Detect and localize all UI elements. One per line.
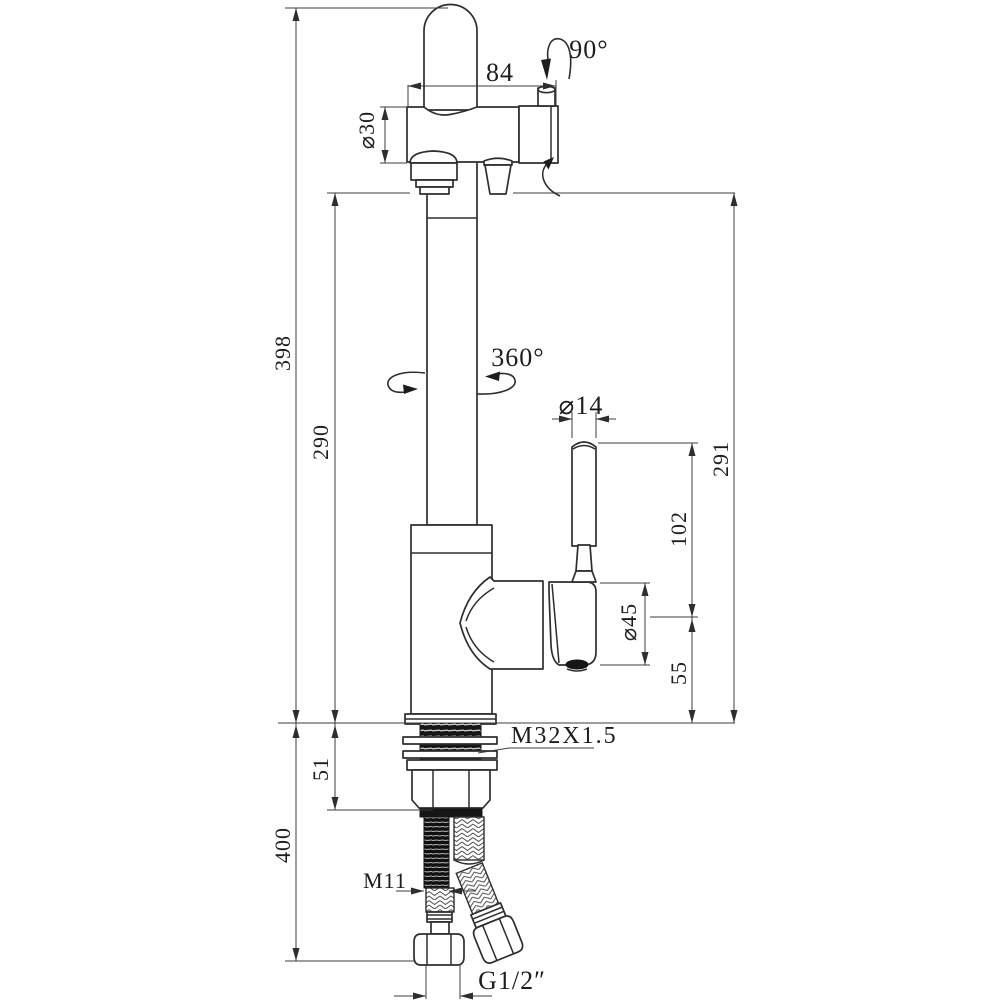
spout-outlet-aerator — [409, 150, 458, 195]
dim-handle-length-label: 102 — [666, 511, 691, 547]
dim-mounting-thread-label: M32X1.5 — [511, 723, 618, 749]
annotation-360deg-label: 360° — [491, 343, 544, 372]
dim-spout-diameter-label: ⌀30 — [354, 111, 379, 149]
faucet-line-art — [402, 3, 597, 966]
mounting-hex-nut — [411, 769, 491, 809]
dim-clamp-depth-label: 51 — [308, 757, 333, 781]
rotation-arrow-360-left — [387, 371, 426, 394]
dim-spout-height-left-label: 290 — [308, 424, 333, 460]
hose-left — [413, 887, 465, 966]
dimension-lines — [278, 7, 738, 1000]
m11-threaded-stud — [423, 816, 450, 889]
annotation-90deg-label: 90° — [569, 35, 608, 64]
hose-right-nut — [472, 915, 524, 964]
rotation-arrow-360-right — [476, 371, 516, 395]
hose-right-upper — [453, 816, 485, 861]
dim-below-counter-label: 400 — [270, 827, 295, 863]
dim-head-width-label: 84 — [486, 58, 514, 87]
spout-head — [406, 85, 559, 164]
valve-aerator — [565, 659, 589, 670]
mounting-hardware — [402, 722, 498, 818]
dimension-labels: 398 290 400 51 84 ⌀30 90° 360° ⌀14 291 1… — [270, 35, 733, 995]
valve-body — [548, 581, 597, 672]
rotation-arrow-spray — [541, 157, 561, 197]
spout-top-bend — [423, 3, 478, 111]
dim-overall-height-label: 398 — [270, 335, 295, 371]
riser-pipe — [426, 159, 478, 526]
spray-outlet — [483, 157, 513, 195]
m32-leader-line — [477, 747, 594, 754]
dim-handle-diameter-label: ⌀14 — [559, 391, 604, 420]
hose-right-lower — [455, 861, 524, 964]
dim-valve-diameter-label: ⌀45 — [616, 603, 641, 641]
supply-hoses — [413, 816, 524, 966]
washer-upper — [402, 736, 498, 745]
dim-outlet-height-right-label: 291 — [708, 441, 733, 477]
shank-collar — [419, 808, 483, 818]
dim-hose-thread-label: G1/2″ — [478, 966, 546, 995]
mounting-nut-flange — [406, 759, 498, 771]
dim-valve-outlet-height-label: 55 — [666, 661, 691, 685]
spout-wedge — [459, 576, 544, 670]
dim-stud-thread-label: M11 — [363, 868, 407, 893]
rotation-arrow-90 — [541, 37, 572, 80]
handle-lever — [571, 441, 597, 583]
washer-lower — [402, 750, 498, 759]
hose-left-nut — [413, 933, 465, 966]
